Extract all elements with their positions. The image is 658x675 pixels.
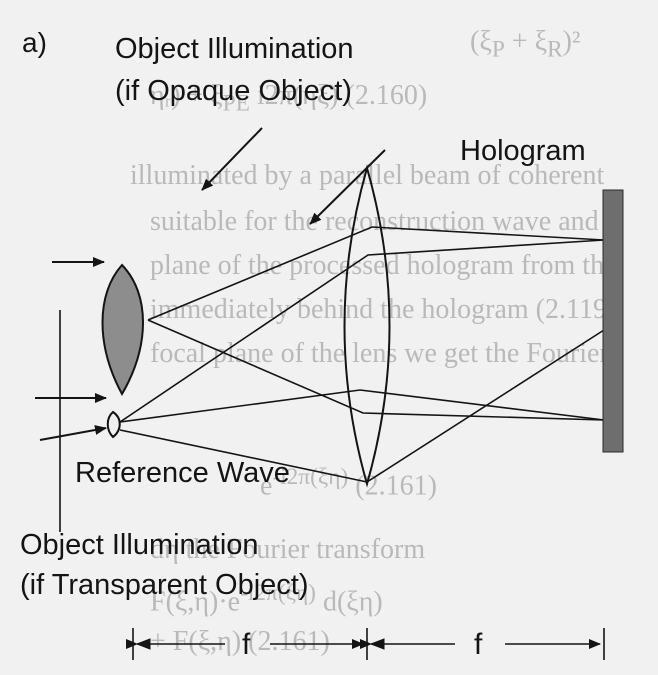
transparent-illumination-label-line1: Object Illumination bbox=[20, 529, 259, 561]
focal-length-right-label: f bbox=[474, 628, 483, 661]
incoming-arrow-bottom bbox=[39, 425, 107, 441]
reference-wave-label: Reference Wave bbox=[75, 457, 290, 489]
lens bbox=[343, 164, 391, 488]
opaque-illumination-arrow-2 bbox=[309, 149, 386, 225]
object-rays bbox=[119, 226, 605, 423]
reference-point-source bbox=[106, 410, 121, 439]
transparent-illumination-label-line2: (if Transparent Object) bbox=[20, 569, 309, 601]
reference-wave-rays bbox=[119, 329, 605, 483]
hologram-plate bbox=[602, 189, 624, 453]
opaque-illumination-label-line1: Object Illumination bbox=[115, 33, 354, 65]
hologram-label: Hologram bbox=[460, 135, 586, 167]
panel-label: a) bbox=[22, 27, 47, 58]
focal-length-left-label: f bbox=[242, 628, 251, 661]
focal-length-dimensions bbox=[126, 628, 605, 660]
opaque-illumination-label-line2: (if Opaque Object) bbox=[115, 75, 352, 107]
opaque-illumination-arrow-1 bbox=[201, 127, 263, 191]
opaque-object bbox=[101, 263, 144, 397]
